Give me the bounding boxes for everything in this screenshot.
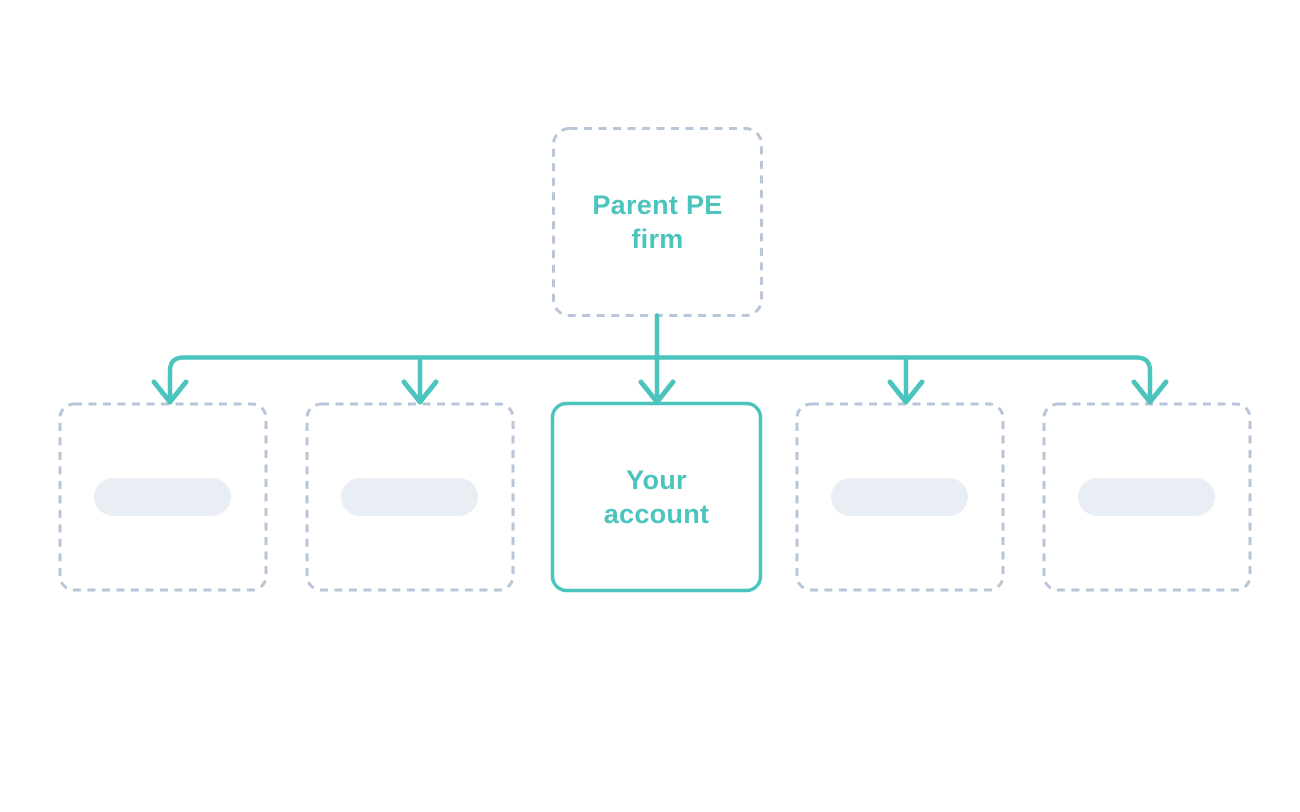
parent-node-label: Parent PE firm [592,190,723,254]
placeholder-pill [1078,478,1215,516]
parent-node: Parent PE firm [553,128,762,316]
placeholder-pill [831,478,968,516]
your-account-node-label: Your account [603,465,710,529]
child-node-4-border [795,402,1005,592]
child-node-2-border [305,402,515,592]
arrow-down-icon [887,379,925,405]
arrow-down-icon [638,379,676,405]
arrow-down-icon [401,379,439,405]
placeholder-pill [94,478,231,516]
arrow-down-icon [1131,379,1169,405]
your-account-node: Your account [552,403,761,591]
arrow-down-icon [151,379,189,405]
connector-bus [167,355,1153,403]
placeholder-pill [341,478,478,516]
child-node-5-border [1042,402,1252,592]
child-node-1-border [58,402,268,592]
